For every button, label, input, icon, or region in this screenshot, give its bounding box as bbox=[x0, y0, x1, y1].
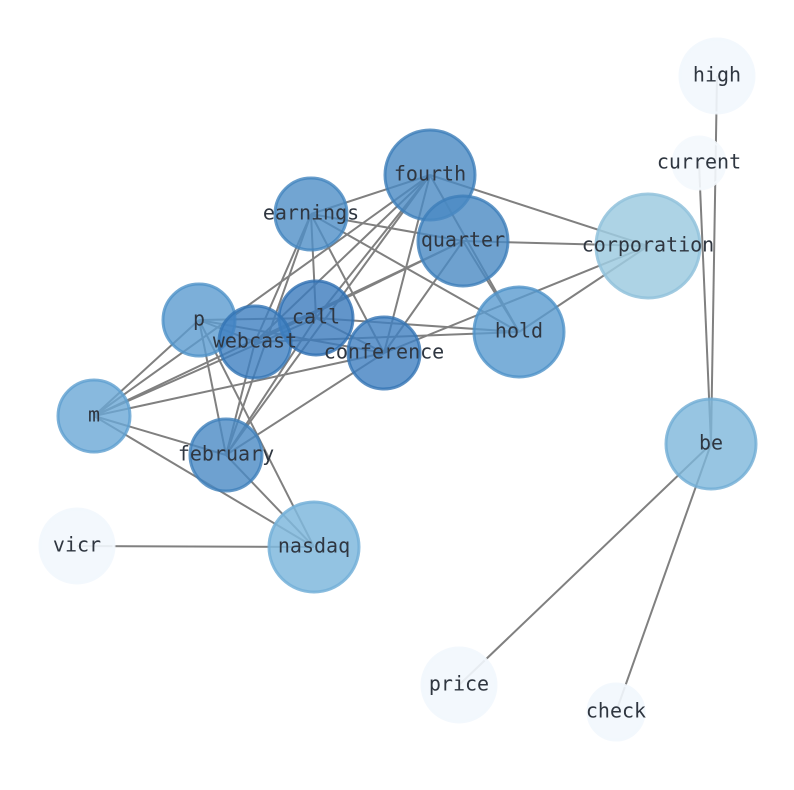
node-label-nasdaq: nasdaq bbox=[278, 534, 350, 558]
node-current bbox=[671, 135, 727, 191]
node-label-high: high bbox=[693, 63, 741, 87]
node-label-hold: hold bbox=[495, 319, 543, 343]
node-high bbox=[678, 37, 756, 115]
edge-current-be bbox=[698, 162, 712, 445]
node-label-corporation: corporation bbox=[582, 233, 714, 257]
node-label-vicr: vicr bbox=[53, 533, 101, 557]
node-label-p: p bbox=[193, 307, 205, 331]
node-earnings bbox=[273, 176, 349, 252]
node-check bbox=[586, 682, 646, 742]
edge-be-check bbox=[615, 443, 712, 713]
node-label-check: check bbox=[586, 699, 646, 723]
node-label-price: price bbox=[429, 672, 489, 696]
node-label-quarter: quarter bbox=[421, 228, 505, 252]
node-corporation bbox=[594, 192, 702, 300]
node-label-call: call bbox=[292, 305, 340, 329]
node-vicr bbox=[38, 507, 116, 585]
node-quarter bbox=[416, 194, 510, 288]
edge-high-be bbox=[710, 75, 718, 445]
edge-be-price bbox=[458, 443, 712, 686]
node-hold bbox=[472, 285, 566, 379]
label-layer: high current fourth earnings quarter corporat… bbox=[53, 63, 741, 723]
edge-conference-m bbox=[93, 352, 385, 417]
node-label-m: m bbox=[88, 403, 100, 427]
node-label-earnings: earnings bbox=[263, 201, 359, 225]
node-label-fourth: fourth bbox=[394, 162, 466, 186]
node-label-be: be bbox=[699, 431, 723, 455]
node-february bbox=[188, 417, 264, 493]
node-label-conference: conference bbox=[324, 340, 444, 364]
node-price bbox=[420, 646, 498, 724]
node-layer bbox=[38, 37, 758, 742]
node-label-current: current bbox=[657, 150, 741, 174]
node-conference bbox=[346, 315, 422, 391]
node-label-february: february bbox=[178, 442, 274, 466]
node-webcast bbox=[217, 304, 293, 380]
edge-fourth-m bbox=[93, 174, 431, 417]
node-m bbox=[56, 378, 132, 454]
node-nasdaq bbox=[267, 500, 361, 594]
node-be bbox=[664, 397, 758, 491]
node-label-webcast: webcast bbox=[213, 329, 297, 353]
